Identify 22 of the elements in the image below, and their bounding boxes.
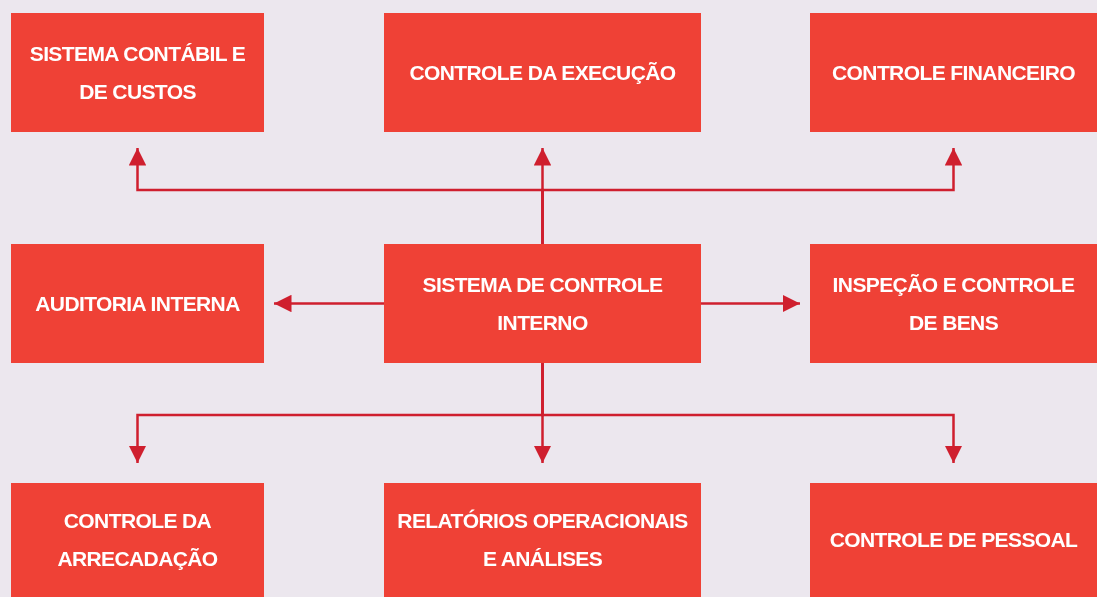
process-box — [810, 244, 1097, 363]
arrow — [701, 294, 800, 313]
box-label: CONTROLE DA EXECUÇÃO — [409, 59, 676, 86]
process-box — [384, 483, 701, 597]
box-label: RELATÓRIOS OPERACIONAIS E ANÁLISES — [396, 508, 689, 572]
process-box — [810, 483, 1097, 597]
box-label: CONTROLE FINANCEIRO — [832, 59, 1075, 86]
process-box — [384, 244, 701, 363]
process-box — [11, 483, 264, 597]
process-box — [810, 13, 1097, 132]
arrow — [541, 363, 963, 463]
box-label: INSPEÇÃO E CONTROLE DE BENS — [831, 271, 1076, 336]
arrow — [541, 148, 963, 244]
arrow — [274, 294, 384, 313]
process-box — [11, 244, 264, 363]
box-label: CONTROLE DE PESSOAL — [829, 527, 1078, 553]
box-label: CONTROLE DA ARRECADAÇÃO — [56, 508, 219, 572]
box-label: SISTEMA DE CONTROLE INTERNO — [421, 271, 664, 336]
box-label: AUDITORIA INTERNA — [35, 290, 240, 317]
process-box — [11, 13, 264, 132]
box-label: SISTEMA CONTÁBIL E DE CUSTOS — [28, 40, 247, 105]
process-box — [384, 13, 701, 132]
